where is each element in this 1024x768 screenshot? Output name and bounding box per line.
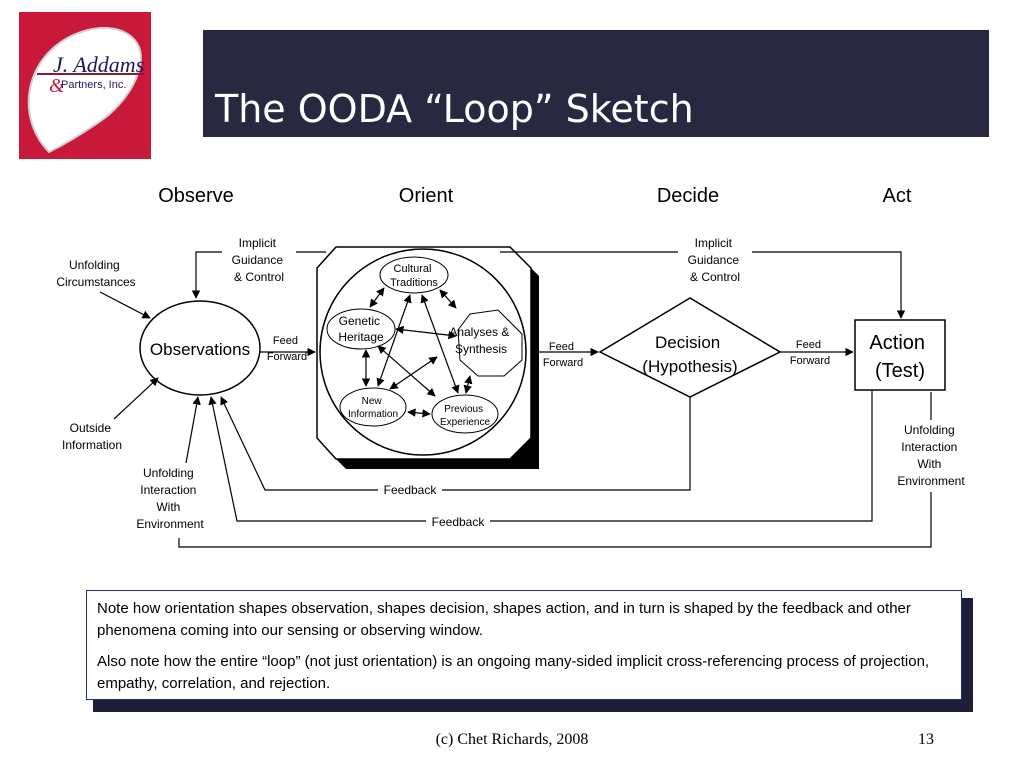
- title-bar: The OODA “Loop” Sketch: [203, 30, 989, 137]
- implicit-guidance-right-label: Implicit Guidance & Control: [688, 236, 743, 284]
- unfolding-circumstances-label: Unfolding Circumstances: [56, 258, 135, 289]
- logo-partners-text: Partners, Inc.: [61, 79, 126, 91]
- ooda-loop-diagram: Observe Orient Decide Act Cultural Tradi…: [56, 185, 965, 548]
- feedback-lines: [178, 390, 932, 548]
- implicit-guidance-left-bg: [222, 234, 296, 286]
- orient-circle: [319, 248, 527, 456]
- note-box: Note how orientation shapes observation,…: [86, 590, 962, 700]
- node-new-information: [339, 387, 407, 427]
- previous-experience-label: Previous Experience: [440, 404, 490, 428]
- footer-credit: (c) Chet Richards, 2008: [435, 731, 589, 748]
- action-label: Action (Test): [869, 332, 930, 382]
- phase-decide: Decide: [657, 185, 719, 207]
- implicit-guidance-right-bg: [678, 234, 752, 286]
- feed-forward-label-3: Feed Forward: [790, 339, 830, 367]
- unfolding-circumstances-arrow: [99, 291, 151, 319]
- new-information-label: New Information: [348, 396, 398, 420]
- unfolding-interaction-left-label: Unfolding Interaction With Environment: [136, 466, 204, 531]
- genetic-heritage-label: Genetic Heritage: [338, 314, 384, 344]
- company-logo: J. Addams & Partners, Inc.: [19, 12, 151, 159]
- note-paragraph-2: Also note how the entire “loop” (not jus…: [97, 653, 930, 692]
- feed-forward-label-2: Feed Forward: [543, 341, 583, 369]
- node-observations: [139, 300, 261, 396]
- orient-inner-arrows: [361, 287, 473, 418]
- unfolding-interaction-left-arrow: [185, 396, 201, 464]
- feedback-label-2: Feedback: [432, 515, 486, 529]
- feed-forward-label-1: Feed Forward: [267, 335, 307, 363]
- outside-information-arrow: [113, 377, 159, 420]
- phase-act: Act: [883, 185, 912, 207]
- decision-label: Decision (Hypothesis): [642, 333, 737, 376]
- slide-title: The OODA “Loop” Sketch: [215, 87, 694, 131]
- phase-orient: Orient: [399, 185, 454, 207]
- implicit-guidance-lines: [191, 251, 906, 319]
- node-action: [854, 319, 946, 391]
- implicit-guidance-left-label: Implicit Guidance & Control: [232, 236, 287, 284]
- unfolding-interaction-right-label: Unfolding Interaction With Environment: [897, 423, 965, 488]
- feedback-label-1-bg: [378, 481, 442, 497]
- outside-information-label: Outside Information: [62, 421, 122, 452]
- node-cultural-traditions: [379, 256, 449, 294]
- feedback-label-1: Feedback: [384, 483, 438, 497]
- analyses-synthesis-label: Analyses & Synthesis: [449, 325, 512, 356]
- observations-label: Observations: [150, 340, 250, 359]
- feedback-label-2-bg: [426, 513, 490, 529]
- node-previous-experience: [431, 394, 499, 434]
- cultural-traditions-label: Cultural Traditions: [390, 263, 438, 289]
- logo-name-text: J. Addams: [53, 52, 144, 77]
- logo-ampersand-text: &: [49, 75, 65, 97]
- note-paragraph-1: Note how orientation shapes observation,…: [97, 600, 911, 639]
- phase-observe: Observe: [158, 185, 234, 207]
- page-number: 13: [918, 731, 934, 748]
